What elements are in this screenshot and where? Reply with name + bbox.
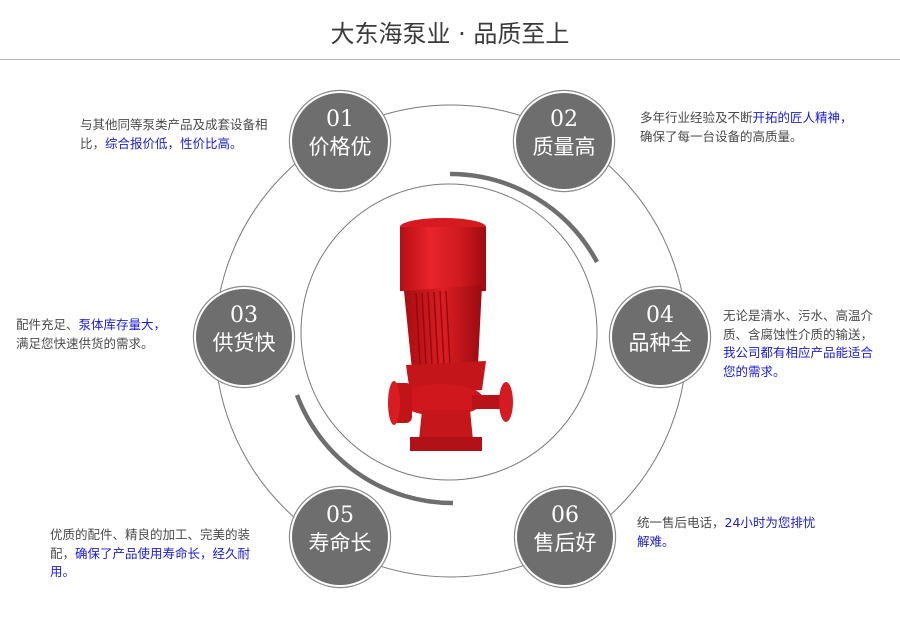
desc-text: 无论是清水、污水、高温介质、含腐蚀性介质的输送， (723, 308, 874, 342)
feature-desc-05: 优质的配件、精良的加工、完美的装配，确保了产品使用寿命长，经久耐用。 (50, 526, 262, 582)
accent-arc-top-right (449, 171, 599, 264)
desc-tail: 满足您快速供货的需求。 (16, 335, 154, 351)
desc-tail: 确保了每一台设备的高质量。 (640, 128, 803, 144)
desc-text: 多年行业经验及不断 (640, 110, 753, 125)
desc-highlight: 开拓的匠人精神， (752, 110, 853, 125)
feature-desc-06: 统一售后电话，24小时为您排忧解难。 (637, 514, 817, 551)
header-divider (0, 59, 900, 60)
inner-ring (300, 183, 598, 481)
feature-badge-02: 02 质量高 (516, 93, 612, 189)
feature-label: 寿命长 (308, 531, 372, 555)
feature-desc-01: 与其他同等泵类产品及成套设备相比，综合报价低，性价比高。 (80, 116, 270, 153)
desc-highlight: 确保了产品使用寿命长，经久耐用。 (50, 545, 251, 580)
desc-highlight: 泵体库存量大， (78, 317, 167, 332)
feature-label: 供货快 (212, 331, 276, 355)
feature-label: 品种全 (628, 331, 692, 355)
desc-text: 统一售后电话， (637, 515, 725, 530)
pump-image (388, 218, 513, 451)
accent-arc-bottom-left (294, 394, 454, 506)
desc-text: 与其他同等泵类产品及成套设备相比， (80, 117, 268, 151)
desc-highlight: 综合报价低，性价比高。 (105, 135, 243, 151)
feature-badge-01: 01 价格优 (292, 93, 388, 189)
feature-label: 质量高 (532, 135, 596, 159)
desc-highlight: 我公司都有相应产品能适合您的需求。 (723, 345, 874, 379)
feature-desc-02: 多年行业经验及不断开拓的匠人精神， 确保了每一台设备的高质量。 (640, 109, 858, 146)
feature-number: 06 (551, 503, 579, 528)
feature-number: 05 (326, 503, 354, 528)
page-title: 大东海泵业 · 品质至上 (330, 20, 570, 48)
feature-badge-05: 05 寿命长 (292, 489, 388, 585)
feature-desc-04: 无论是清水、污水、高温介质、含腐蚀性介质的输送，我公司都有相应产品能适合您的需求… (723, 307, 883, 381)
feature-badge-04: 04 品种全 (612, 289, 708, 385)
feature-label: 价格优 (308, 135, 372, 159)
desc-text: 优质的配件、精良的加工、完美的装配， (50, 527, 251, 561)
feature-label: 售后好 (533, 531, 597, 555)
feature-badge-03: 03 供货快 (196, 289, 292, 385)
feature-number: 03 (230, 303, 258, 328)
desc-text: 配件充足、 (16, 317, 79, 332)
feature-badge-06: 06 售后好 (517, 489, 613, 585)
feature-number: 04 (646, 303, 674, 328)
feature-number: 01 (326, 107, 354, 132)
feature-desc-03: 配件充足、泵体库存量大， 满足您快速供货的需求。 (16, 316, 176, 353)
feature-number: 02 (550, 107, 578, 132)
desc-highlight: 24小时为您排忧解难。 (637, 515, 816, 549)
